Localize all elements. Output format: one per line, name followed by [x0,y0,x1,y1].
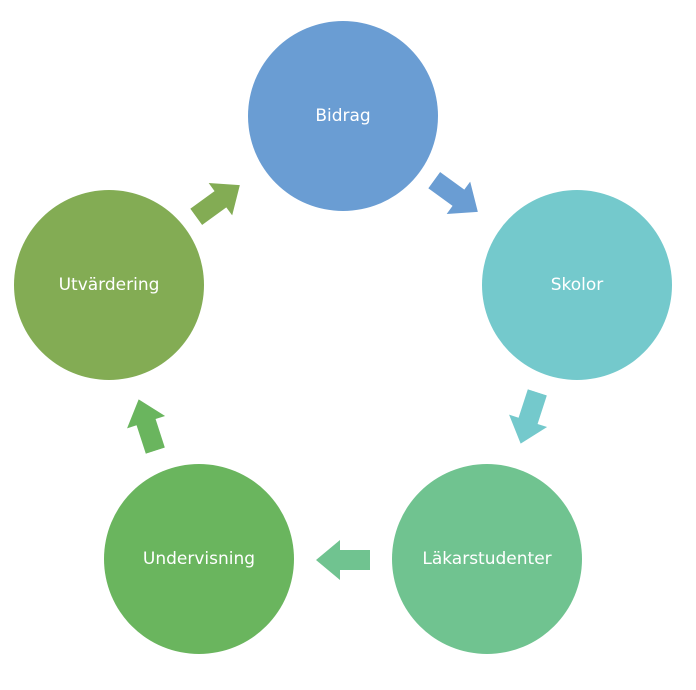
arrow-utvardering-to-bidrag [190,183,240,225]
node-utvardering: Utvärdering [14,190,204,380]
arrow-bidrag-to-skolor [428,172,478,214]
arrow-lakarstudenter-to-undervisning [316,540,370,580]
node-label: Läkarstudenter [422,548,552,569]
node-label: Skolor [550,274,604,295]
node-skolor: Skolor [482,190,672,380]
node-bidrag: Bidrag [248,21,438,211]
node-label: Bidrag [315,105,371,126]
arrow-skolor-to-lakarstudenter [509,389,548,444]
node-label: Undervisning [142,548,256,569]
node-label: Utvärdering [58,274,160,295]
node-undervisning: Undervisning [104,464,294,654]
arrow-undervisning-to-utvardering [127,399,166,454]
node-lakarstudenter: Läkarstudenter [392,464,582,654]
